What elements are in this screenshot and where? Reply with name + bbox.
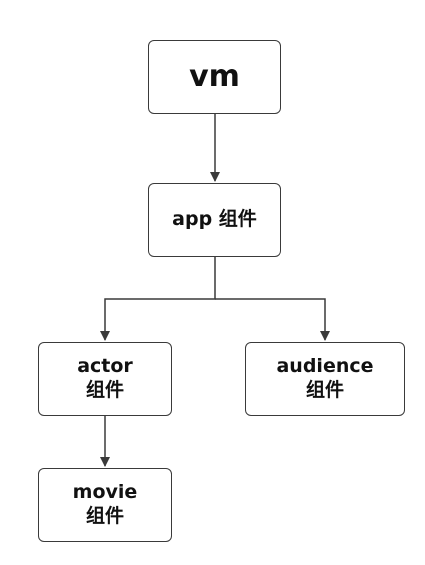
node-app: app 组件 [148,183,281,257]
node-audience-label-line2: 组件 [305,379,344,401]
node-movie: movie 组件 [38,468,172,542]
node-app-label: app 组件 [172,208,257,231]
node-audience-label-line1: audience [276,355,374,378]
node-actor: actor 组件 [38,342,172,416]
node-movie-label-line2: 组件 [85,505,124,527]
node-audience: audience 组件 [245,342,405,416]
node-movie-label-line1: movie [72,481,138,504]
edge-app-to-actor [100,257,216,341]
edge-app-to-audience [215,298,330,341]
node-actor-label-line1: actor [77,355,133,378]
node-actor-label-line2: 组件 [85,379,124,401]
node-vm: vm [148,40,281,114]
node-vm-label: vm [189,59,240,95]
